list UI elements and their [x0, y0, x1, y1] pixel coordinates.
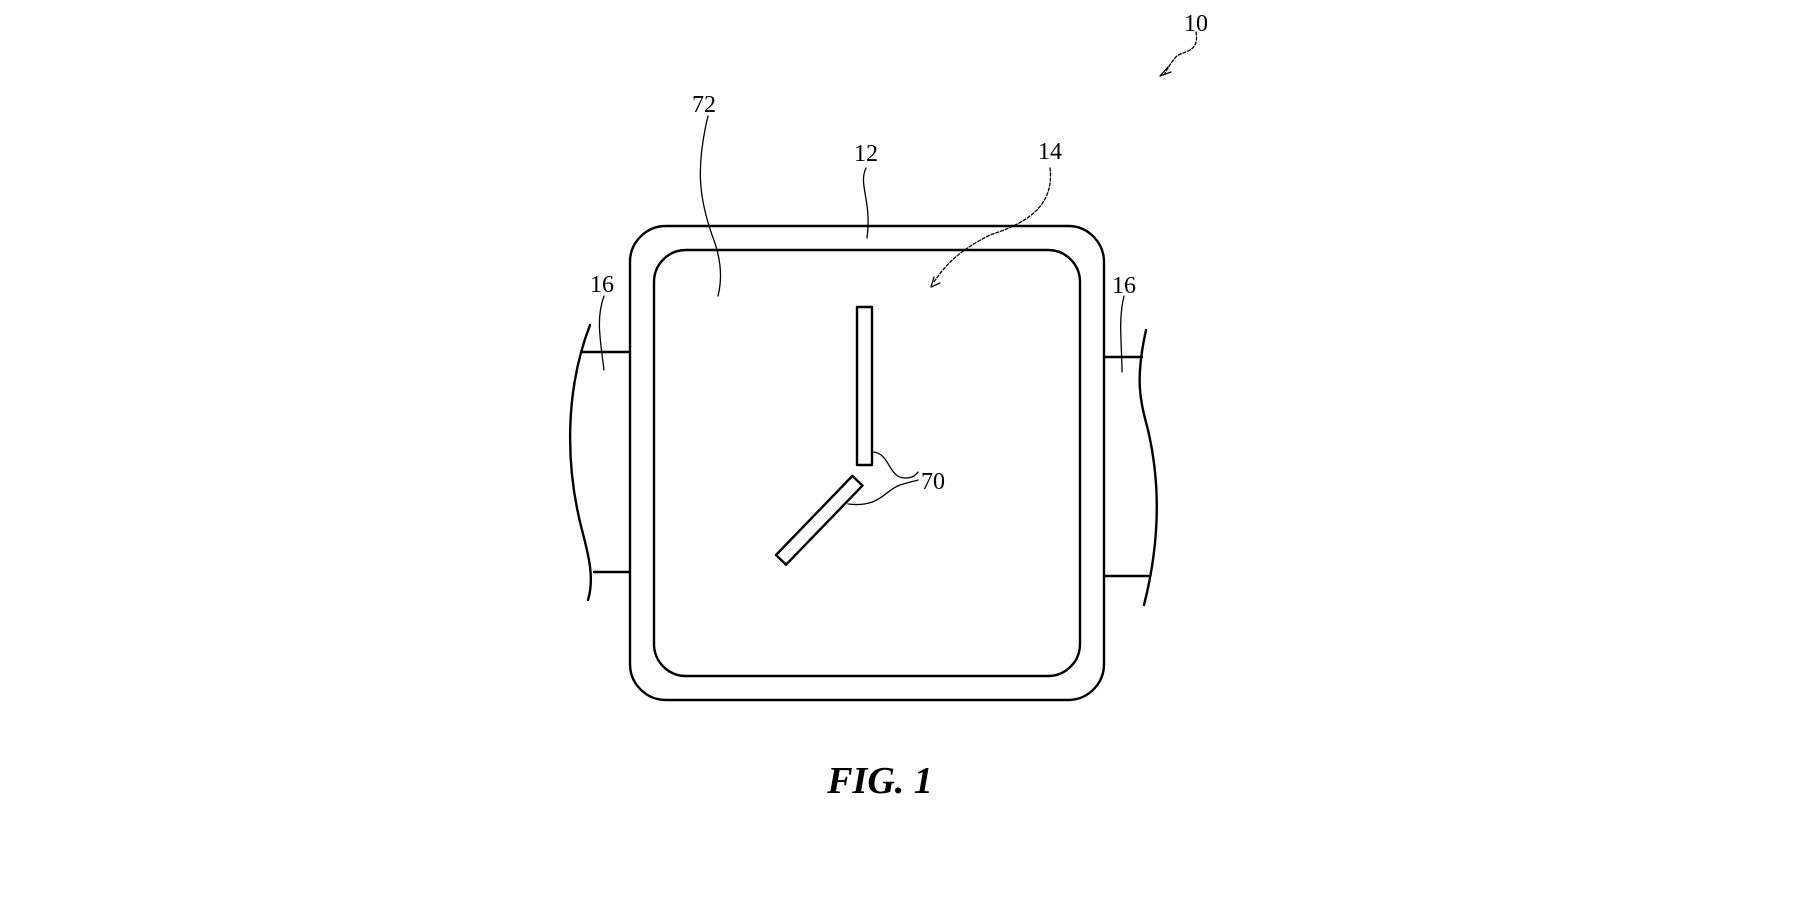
ref-numeral-16-left: 16: [590, 272, 614, 298]
ref-numeral-16-right: 16: [1112, 273, 1136, 299]
hour-hand: [774, 474, 864, 566]
ref-numeral-10: 10: [1184, 11, 1208, 37]
minute-hand: [855, 305, 874, 467]
leader-lines: [598, 31, 1198, 506]
right-band: [1102, 328, 1158, 607]
ref-numeral-14: 14: [1038, 139, 1062, 165]
watch-housing-outline: [628, 224, 1106, 702]
ref-numeral-70: 70: [921, 469, 945, 495]
figure-caption: FIG. 1: [826, 760, 933, 802]
ref-numeral-12: 12: [854, 141, 878, 167]
left-band: [568, 323, 632, 602]
clock-hands: [774, 305, 874, 566]
ref-numeral-72: 72: [692, 92, 716, 118]
display-outline: [652, 248, 1082, 678]
